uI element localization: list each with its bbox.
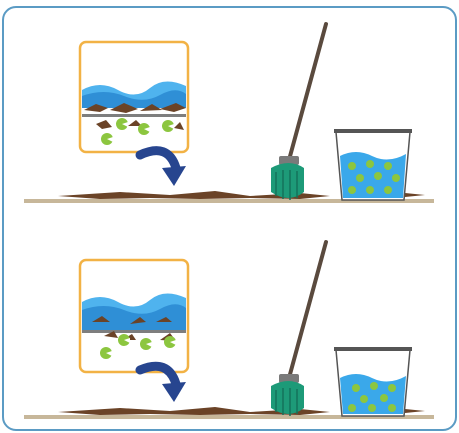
mop-icon — [271, 242, 326, 416]
scene-top — [0, 0, 459, 215]
mop-icon — [271, 24, 326, 200]
curved-arrow-icon — [140, 151, 186, 186]
zoom-inset-icon — [80, 260, 188, 372]
bucket-icon — [334, 347, 412, 416]
bucket-icon — [334, 129, 412, 200]
scene-bottom — [0, 218, 459, 433]
zoom-inset-icon — [80, 42, 188, 152]
